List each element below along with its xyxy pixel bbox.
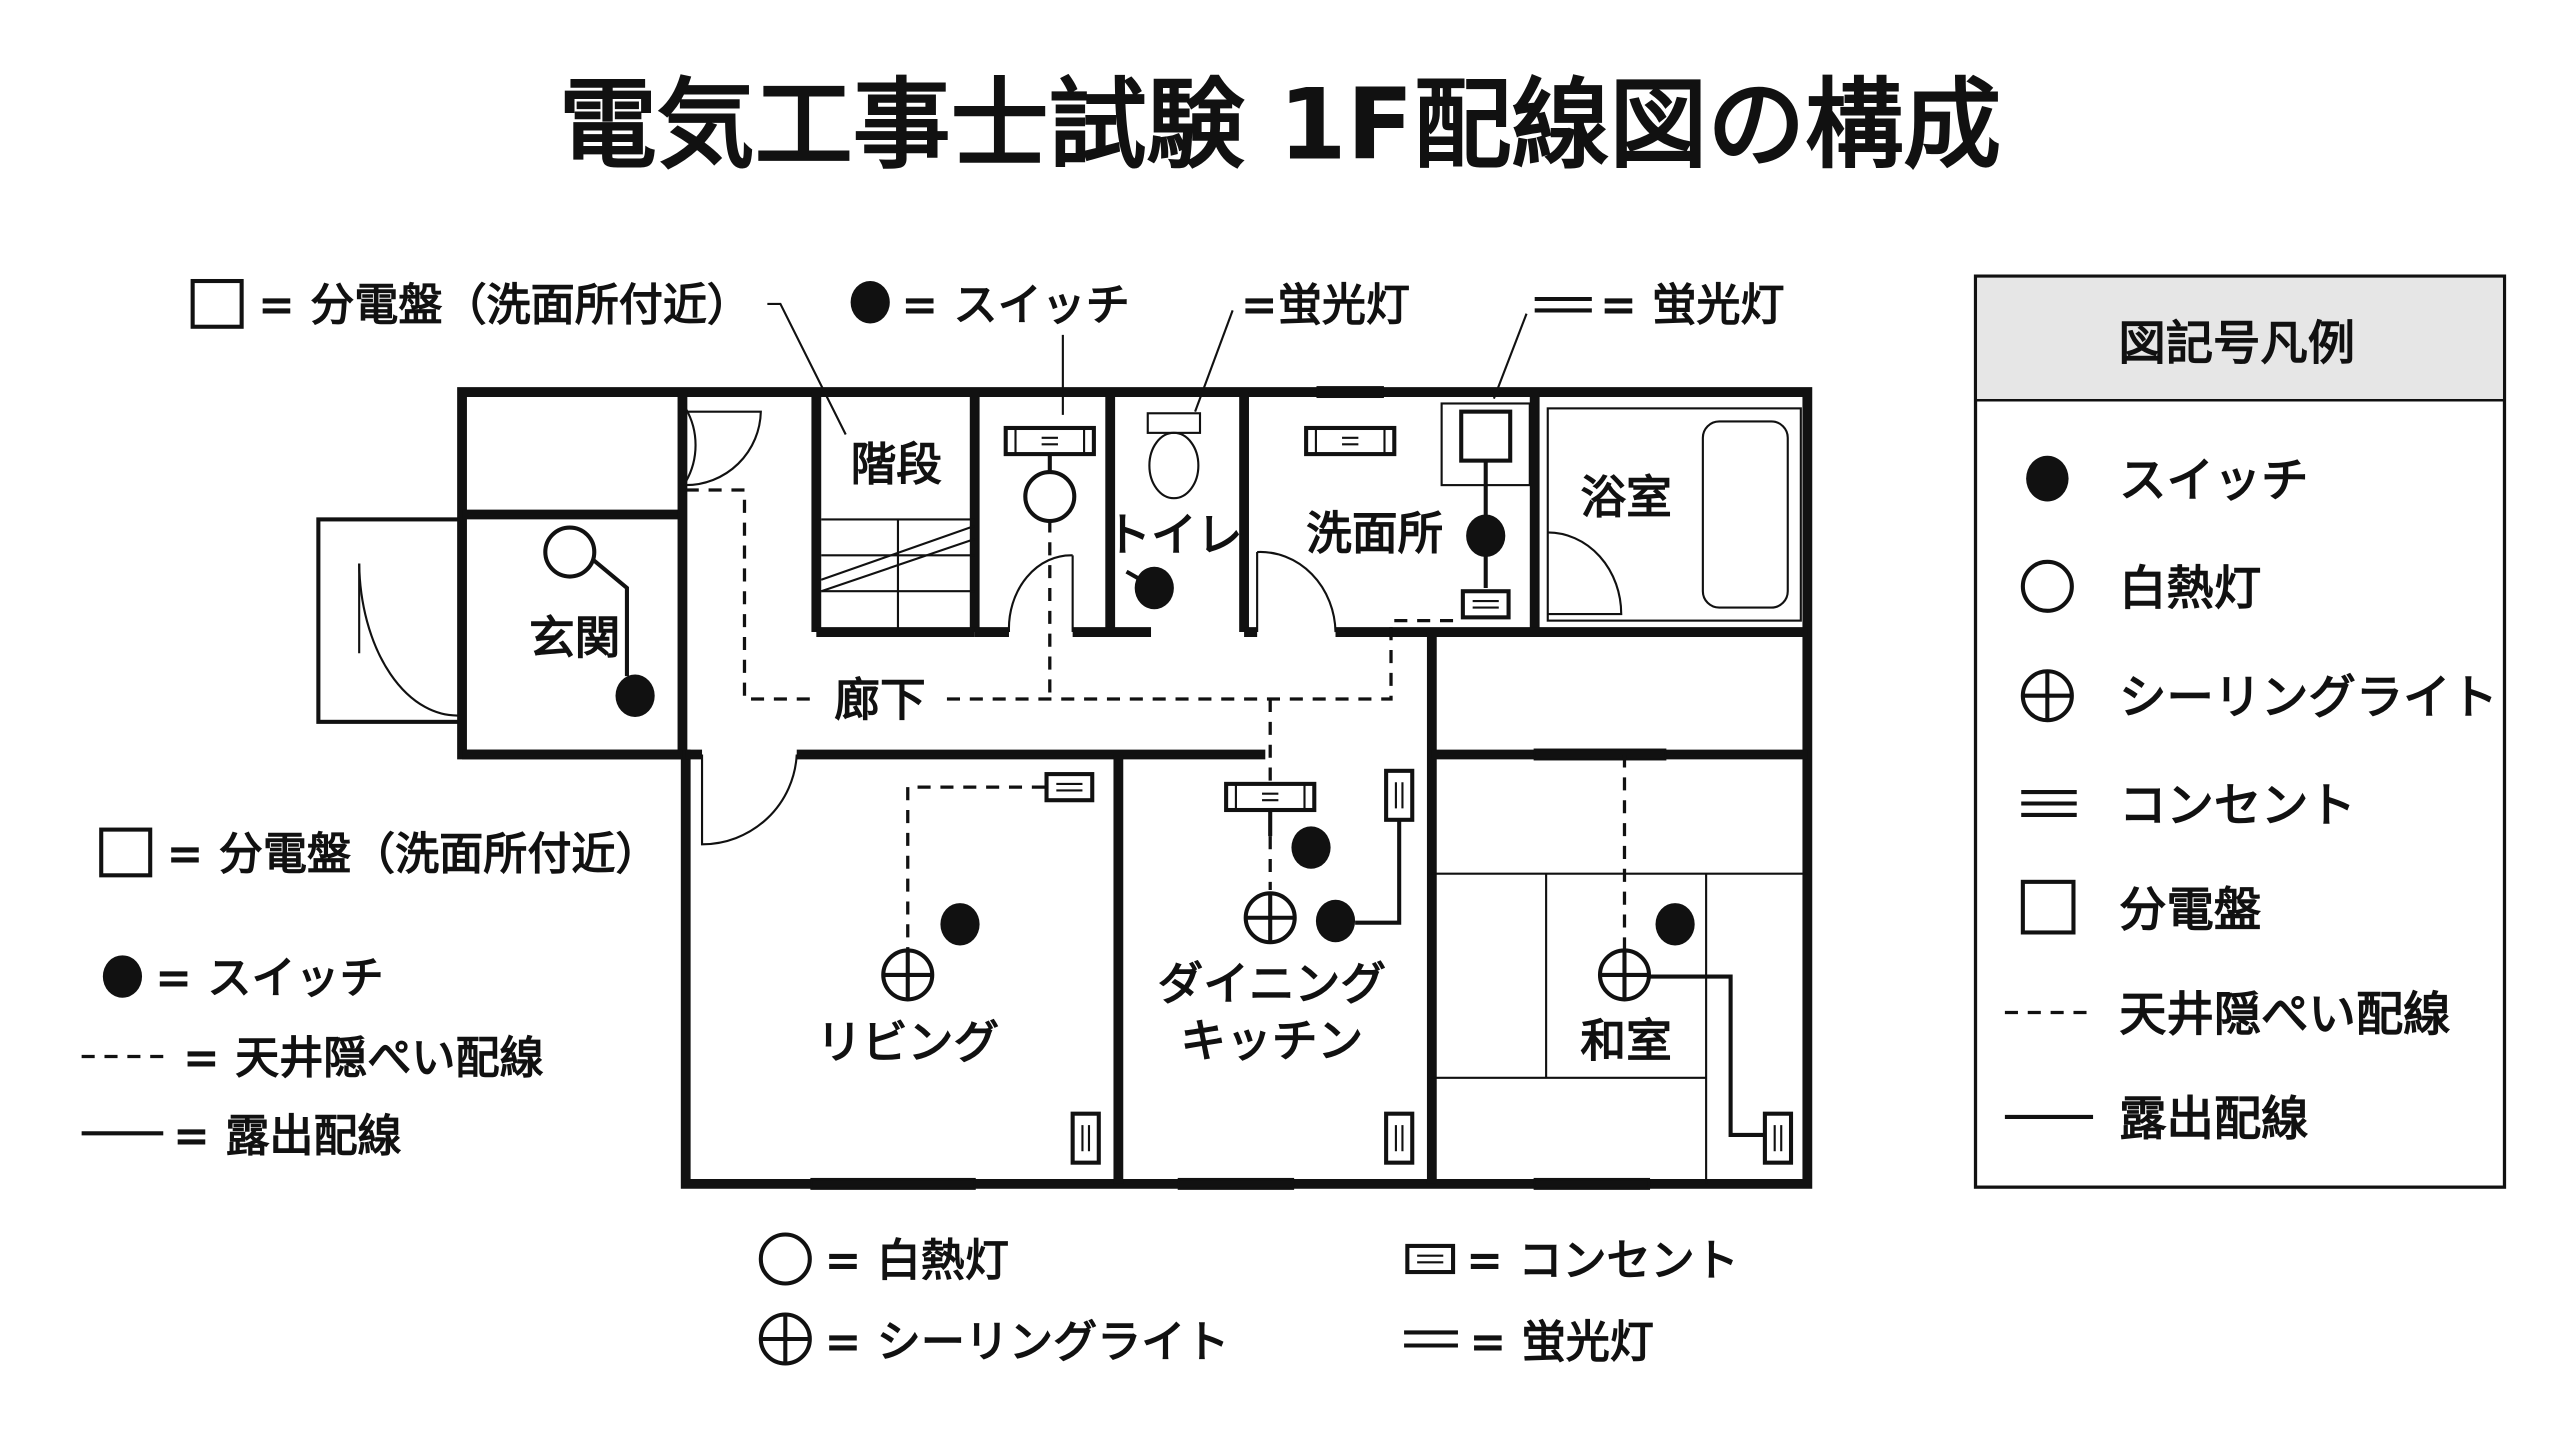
hidden-wiring — [685, 488, 1627, 951]
callout-fluorescent-2: = 蛍光灯 — [1492, 280, 1785, 399]
outlet-icon — [1386, 1114, 1412, 1163]
legend-item-ceiling-light: シーリングライト — [2119, 671, 2498, 726]
callout-switch-label: = スイッチ — [901, 280, 1130, 331]
outlet-icon — [1407, 1246, 1453, 1272]
fluorescent-icon — [1006, 428, 1094, 454]
panel-icon — [190, 278, 244, 329]
incandescent-icon — [543, 525, 597, 579]
room-toilet: トイレ — [1105, 508, 1242, 561]
outlet-icon — [1047, 774, 1093, 800]
bottom-legend-outlet: = コンセント — [1466, 1235, 1739, 1286]
room-corridor: 廊下 — [834, 673, 925, 726]
legend-item-switch: スイッチ — [2119, 454, 2308, 509]
room-kitchen: キッチン — [1180, 1015, 1363, 1068]
room-bath: 浴室 — [1580, 471, 1671, 524]
outlet-icon — [1386, 771, 1412, 820]
room-dining: ダイニング — [1158, 957, 1387, 1010]
switch-icon — [1466, 514, 1506, 557]
porch — [316, 517, 465, 724]
incandescent-icon — [758, 1232, 812, 1286]
legend-title: 図記号凡例 — [2118, 316, 2355, 371]
switch-icon — [1291, 826, 1331, 869]
outlet-icon — [2021, 790, 2077, 817]
bottom-legend: = 白熱灯 = シーリングライト = コンセント = 蛍光灯 — [758, 1232, 1739, 1368]
legend-item-panel: 分電盤 — [2119, 883, 2262, 938]
room-washroom: 洗面所 — [1306, 507, 1443, 560]
ceiling-light-icon — [1600, 950, 1649, 999]
callout-fluor2-label: = 蛍光灯 — [1600, 280, 1785, 331]
incandescent-icon — [1023, 470, 1077, 524]
legend-box: 図記号凡例 スイッチ 白熱灯 シーリングライト コンセント 分電盤 天井隠ぺい配… — [1973, 274, 2507, 1189]
switch-icon — [1315, 899, 1356, 943]
bottom-legend-ceiling: = シーリングライト — [824, 1317, 1229, 1368]
ceiling-light-icon — [1246, 893, 1295, 942]
left-legend-hidden: = 天井隠ぺい配線 — [183, 1033, 544, 1084]
switch-icon — [102, 955, 143, 998]
callout-switch: = スイッチ — [850, 280, 1130, 415]
room-stairs: 階段 — [851, 438, 943, 491]
panel-icon — [1459, 409, 1513, 463]
panel-icon — [99, 827, 153, 878]
ceiling-light-icon — [761, 1315, 810, 1364]
room-labels: 階段 トイレ 洗面所 浴室 玄関 廊下 リビング ダイニング キッチン 和室 — [529, 438, 1672, 1069]
page-title: 電気工事士試験 1F配線図の構成 — [559, 69, 2001, 183]
bottom-legend-fluorescent: = 蛍光灯 — [1469, 1317, 1654, 1368]
switch-icon — [940, 903, 980, 946]
outlet-icon — [1463, 591, 1509, 617]
legend-item-exposed-wiring: 露出配線 — [2119, 1092, 2308, 1147]
ceiling-light-icon — [883, 950, 932, 999]
room-entrance: 玄関 — [529, 611, 620, 664]
fluorescent-icon — [1306, 428, 1394, 454]
switch-icon — [615, 674, 655, 717]
stairs-treads — [820, 518, 976, 633]
legend-item-hidden-wiring: 天井隠ぺい配線 — [2119, 987, 2450, 1042]
ceiling-light-icon — [2023, 671, 2072, 720]
left-legend-panel: = 分電盤（洗面所付近） — [167, 829, 660, 880]
room-washitsu: 和室 — [1580, 1015, 1671, 1068]
fluorescent-icon — [1226, 784, 1314, 810]
left-legend-switch: = スイッチ — [155, 953, 384, 1004]
callout-fluor1-label: =蛍光灯 — [1241, 280, 1410, 331]
legend-item-incandescent: 白熱灯 — [2119, 561, 2261, 616]
callout-panel-label: = 分電盤（洗面所付近） — [258, 280, 751, 331]
fixtures — [543, 409, 1791, 1163]
floor-plan — [316, 386, 1813, 1190]
callout-fluorescent-1: =蛍光灯 — [1194, 280, 1410, 413]
left-legend: = 分電盤（洗面所付近） = スイッチ = 天井隠ぺい配線 = 露出配線 — [81, 827, 660, 1162]
bottom-legend-incandescent: = 白熱灯 — [824, 1235, 1009, 1286]
outlet-icon — [1765, 1114, 1791, 1163]
switch-icon — [2026, 455, 2069, 502]
switch-icon — [1134, 566, 1174, 610]
panel-icon — [2020, 879, 2076, 935]
incandescent-icon — [2020, 559, 2074, 613]
outlet-icon — [1073, 1114, 1099, 1163]
legend-item-outlet: コンセント — [2119, 778, 2356, 833]
room-living: リビング — [816, 1016, 999, 1069]
switch-icon — [850, 281, 890, 324]
left-legend-exposed: = 露出配線 — [173, 1111, 402, 1162]
switch-icon — [1655, 903, 1695, 946]
